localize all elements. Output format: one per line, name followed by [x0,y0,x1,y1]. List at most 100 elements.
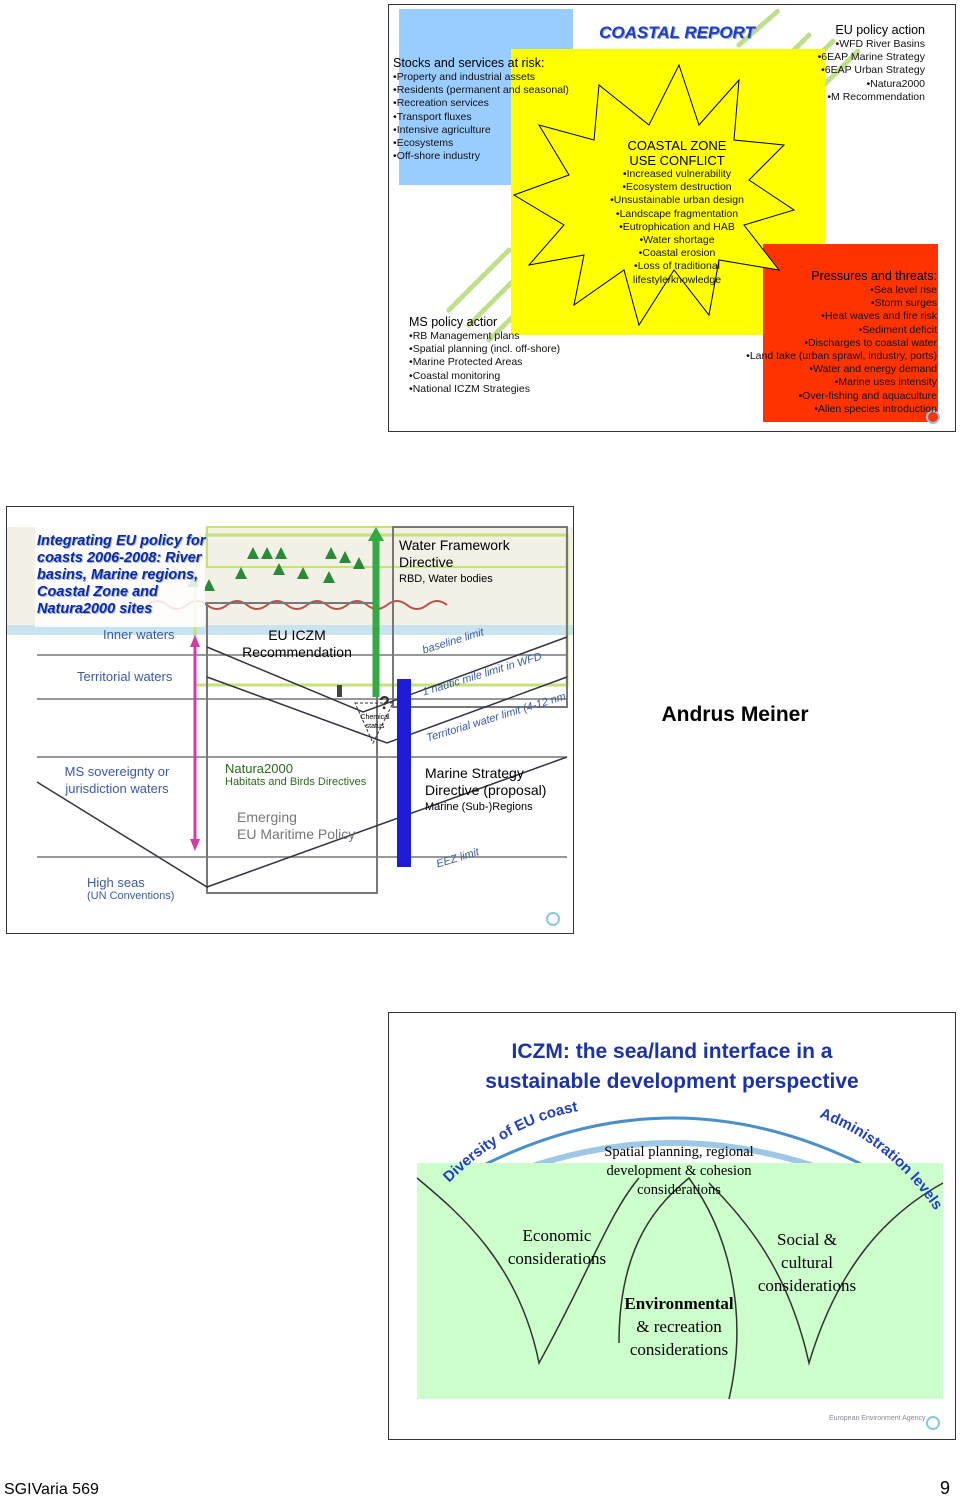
high-seas-label: High seas (UN Conventions) [87,875,174,902]
pressures-list: Sea level rise Storm surges Heat waves a… [719,284,937,416]
inner-waters-label: Inner waters [103,627,175,642]
eu-policy-section: EU policy action WFD River Basins 6EAP M… [805,23,925,104]
slide1-title: COASTAL REPORT [599,23,755,42]
question-mark: ? [379,693,390,713]
spatial-line: development & cohesion [606,1163,752,1179]
msd-label: Marine Strategy Directive (proposal) Mar… [425,765,546,816]
environmental-label: Environmental & recreation consideration… [599,1292,759,1361]
wfd-label: Water Framework Directive RBD, Water bod… [399,537,510,588]
spatial-line: considerations [637,1182,721,1198]
list-item: Heat waves and fire risk [719,310,937,323]
economic-line: Economic [522,1226,592,1245]
tree-icon [325,547,337,559]
slide-coastal-report: COASTAL REPORT Stocks and services at ri… [388,4,956,432]
list-item: Marine uses intensity [719,376,937,389]
ms-sovereignty-line2: jurisdiction waters [65,781,169,796]
list-item: Marine Protected Areas [409,356,560,369]
list-item: WFD River Basins [805,38,925,51]
iczm-line2: Recommendation [242,644,352,660]
conflict-last-line: lifestyle/knowledge [632,273,722,286]
list-item: Discharges to coastal water [719,337,937,350]
wfd-line2: Directive [399,554,454,570]
list-item: Eutrophication and HAB [567,221,787,234]
list-item: Off-shore industry [393,150,569,163]
msd-blue-bar [397,679,411,867]
slide3-graphics: Diversity of EU coasts Administration le… [389,1013,946,1430]
ms-policy-heading: MS policy actior [409,315,498,329]
wfd-frame [392,526,568,708]
tree-icon [203,579,215,591]
list-item: Over-fishing and aquaculture [719,390,937,403]
list-item: Water and energy demand [719,363,937,376]
emerging-line1: Emerging [237,809,297,825]
agency-logo-text: European Environment Agency [829,1415,926,1422]
natura-sub: Habitats and Birds Directives [225,776,367,788]
title-line: Coastal Zone and [37,584,158,600]
spatial-line: Spatial planning, regional [604,1144,754,1160]
pressures-section: Pressures and threats: Sea level rise St… [719,269,937,416]
list-item: Recreation services [393,97,569,110]
msd-sub: Marine (Sub-)Regions [425,801,533,813]
list-item: 6EAP Urban Strategy [805,64,925,77]
title-line1: ICZM: the sea/land interface in a [511,1040,833,1063]
title-line: Natura2000 sites [37,601,153,617]
title-line2: sustainable development perspective [485,1070,859,1093]
msd-line2: Directive (proposal) [425,782,547,798]
environmental-bold: Environmental [624,1294,734,1313]
wfd-green-arrow-head [368,527,384,541]
economic-label: Economic considerations [489,1224,625,1270]
conflict-list: Increased vulnerability Ecosystem destru… [567,168,787,274]
seabed-line-3 [36,756,568,888]
emerging-line2: EU Maritime Policy [237,826,356,842]
economic-line: considerations [507,1249,607,1268]
list-item: National ICZM Strategies [409,383,560,396]
msd-line1: Marine Strategy [425,765,524,781]
author-name: Andrus Meiner [661,703,809,726]
conflict-heading-line2: USE CONFLICT [629,153,725,168]
territorial-waters-label: Territorial waters [77,669,173,684]
list-item: Coastal erosion [567,247,787,260]
sea-surface [7,625,573,635]
iczm-label: EU ICZM Recommendation [237,627,357,661]
tree-icon [273,563,285,575]
title-panel [35,527,205,627]
wfd-sub: RBD, Water bodies [399,573,493,585]
slide2-graphics [7,526,573,926]
slide-iczm-interface: ICZM: the sea/land interface in a sustai… [388,1012,956,1440]
chemical-status-triangle [354,702,394,745]
eu-policy-heading: EU policy action [835,23,925,37]
chemical-line2: status [365,723,385,730]
iczm-line1: EU ICZM [268,627,326,643]
list-item: Property and industrial assets [393,71,569,84]
tree-icon [247,547,259,559]
ms-policy-section: MS policy actior RB Management plans Spa… [409,315,560,396]
tree-icon [339,551,351,563]
natura-label: Natura2000 Habitats and Birds Directives [225,761,366,788]
sun-logo-icon [546,912,560,926]
list-item: Loss of traditional [567,260,787,273]
footer-left: SGIVaria 569 [4,1481,99,1498]
economic-lens [416,1177,640,1366]
outer-arc [418,1116,930,1205]
tree-icon [297,567,309,579]
list-item: Increased vulnerability [567,168,787,181]
list-item: M Recommendation [805,91,925,104]
social-lens [708,1182,944,1366]
title-line: Integrating EU policy for [37,533,206,549]
tree-icons [187,547,365,591]
list-item: Alien species introduction [719,403,937,416]
list-item: Unsustainable urban design [567,194,787,207]
slide2-title: Integrating EU policy for coasts 2006-20… [37,533,213,618]
list-item: Sediment deficit [719,324,937,337]
high-seas: High seas [87,875,145,890]
emerging-label: Emerging EU Maritime Policy [237,809,355,843]
social-line: Social & [777,1230,837,1249]
list-item: Spatial planning (incl. off-shore) [409,343,560,356]
list-item: RB Management plans [409,330,560,343]
sun-logo-icon [926,1416,940,1430]
stocks-heading: Stocks and services at risk: [393,56,545,70]
title-line: basins, Marine regions, [37,567,199,583]
spatial-planning-label: Spatial planning, regional development &… [579,1143,779,1200]
list-item: Storm surges [719,297,937,310]
conflict-heading-line1: COASTAL ZONE [627,138,727,153]
